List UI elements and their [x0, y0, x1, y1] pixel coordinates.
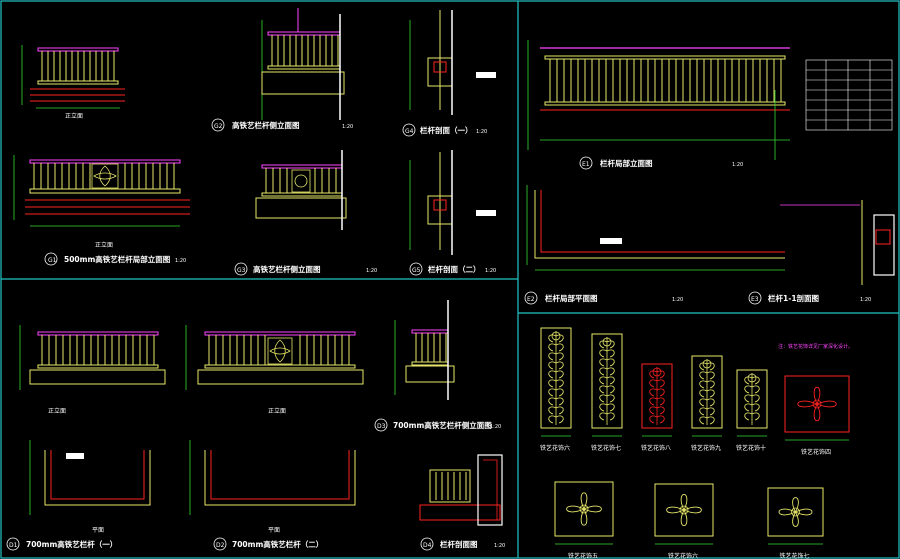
- e2-callout-id: E2: [527, 296, 535, 303]
- front-label: 正立面: [65, 112, 83, 120]
- panel-f: 注：铁艺花饰详见厂家深化设计。 铁艺花饰六铁艺花饰七铁艺花饰八铁艺花饰九铁艺花饰…: [540, 327, 853, 559]
- g4-scale: 1:20: [476, 129, 487, 135]
- e1-elevation: E1 栏杆局部立面图 1:20: [527, 40, 893, 170]
- d4-callout-id: D4: [423, 542, 432, 549]
- ornament-label: 铁艺花饰七: [591, 444, 621, 452]
- ornament-label: 铁艺花饰九: [691, 444, 721, 452]
- ornament-panel: [91, 163, 119, 189]
- ornament-label: 铁艺花饰六: [668, 552, 698, 559]
- d2-title: 700mm高铁艺栏杆（二）: [232, 539, 323, 549]
- d2-ornament: [267, 337, 293, 365]
- ornament-label: 铁艺花饰六: [540, 444, 570, 452]
- d4-section: D4 栏杆剖面图 1:20: [419, 454, 505, 551]
- ornament-panel: 铁艺花饰六: [540, 327, 572, 452]
- ornament-label: 铁艺花饰七: [780, 552, 810, 559]
- d1-callout-id: D1: [9, 542, 18, 549]
- e2-title: 栏杆局部平面图: [545, 293, 598, 303]
- ornament-panel: 铁艺花饰九: [691, 355, 723, 452]
- g3-title: 高铁艺栏杆侧立面图: [253, 264, 321, 274]
- e2-plan: E2 栏杆局部平面图 1:20: [524, 185, 785, 305]
- g1-sub-label: 正立面: [95, 241, 113, 249]
- e2-scale: 1:20: [672, 297, 683, 303]
- g2-title: 高铁艺栏杆侧立面图: [232, 120, 300, 130]
- g3-scale: 1:20: [366, 268, 377, 274]
- d-plan-label-1: 平面: [92, 527, 104, 534]
- e1-schedule-table: [805, 59, 893, 131]
- e1-title: 栏杆局部立面图: [600, 158, 653, 168]
- d3-side-railing: D3 700mm高铁艺栏杆侧立面图 1:20: [374, 300, 501, 432]
- e3-scale: 1:20: [860, 297, 871, 303]
- ornament-label: 铁艺花饰十: [736, 444, 766, 452]
- e3-section: E3 栏杆1-1剖面图 1:20: [748, 200, 895, 305]
- g5-callout-id: G5: [412, 267, 421, 274]
- e3-title: 栏杆1-1剖面图: [768, 293, 820, 303]
- d2-plan: 平面 D2 700mm高铁艺栏杆（二）: [189, 440, 356, 551]
- d2-callout-id: D2: [216, 542, 225, 549]
- g2-scale: 1:20: [342, 124, 353, 130]
- d3-scale: 1:20: [490, 424, 501, 430]
- g4-title: 栏杆剖面（一）: [420, 125, 473, 135]
- g1-main-railing: 正立面 G1 500mm高铁艺栏杆局部立面图 1:20: [13, 155, 190, 266]
- d1-title: 700mm高铁艺栏杆（一）: [26, 539, 117, 549]
- d4-scale: 1:20: [494, 543, 505, 549]
- g1-title: 500mm高铁艺栏杆局部立面图: [64, 254, 171, 264]
- ornament-panel: 铁艺花饰十: [736, 369, 768, 452]
- g3-railing: G3 高铁艺栏杆侧立面图 1:20: [234, 150, 377, 276]
- d-front-railing-2: 正立面: [185, 325, 364, 415]
- ornament-panel: 铁艺花饰六: [654, 483, 714, 559]
- g1-callout-id: G1: [48, 257, 57, 264]
- ornament-label: 铁艺花饰四: [801, 448, 831, 456]
- g1-callout-circle: [44, 252, 58, 266]
- g3-callout-id: G3: [237, 267, 246, 274]
- d-front-label-1: 正立面: [48, 407, 66, 415]
- g4-section: G4 栏杆剖面（一） 1:20: [402, 10, 496, 137]
- panel-a: 正立面 正立面 G1 500mm高铁艺栏杆局部立面图 1:20: [13, 8, 496, 276]
- e3-callout-id: E3: [751, 296, 759, 303]
- d-plan-label-2: 平面: [268, 527, 280, 534]
- ornament-note: 注：铁艺花饰详见厂家深化设计。: [778, 343, 853, 350]
- ornament-panel: 铁艺花饰七: [767, 487, 824, 559]
- g2-railing: G2 高铁艺栏杆侧立面图 1:20: [211, 8, 353, 132]
- d-front-label-2: 正立面: [268, 407, 286, 415]
- ornament-panel: 铁艺花饰五: [554, 481, 614, 559]
- e1-scale: 1:20: [732, 162, 743, 168]
- ornament-label: 铁艺花饰八: [641, 444, 671, 452]
- ornament-panel: 铁艺花饰四: [784, 375, 850, 456]
- ornament-panel: 铁艺花饰八: [641, 363, 673, 452]
- d3-callout-id: D3: [377, 423, 386, 430]
- g4-callout-id: G4: [405, 128, 414, 135]
- e1-callout-id: E1: [582, 161, 590, 168]
- d-front-railing-1: 正立面: [19, 325, 166, 415]
- ornament-panel: 铁艺花饰七: [591, 333, 623, 452]
- ornament-label: 铁艺花饰五: [568, 552, 598, 559]
- d4-title: 栏杆剖面图: [440, 539, 478, 549]
- panel-d: 正立面 正立面 D3 700mm高铁艺栏杆侧立面图 1:2: [6, 300, 505, 551]
- g5-scale: 1:20: [485, 268, 496, 274]
- g5-title: 栏杆剖面（二）: [428, 264, 481, 274]
- d3-title: 700mm高铁艺栏杆侧立面图: [393, 420, 492, 430]
- panel-e: E1 栏杆局部立面图 1:20 E2 栏杆局部平面图 1:20 E3 栏杆1-1…: [524, 40, 895, 305]
- d1-plan: 平面 D1 700mm高铁艺栏杆（一）: [6, 440, 151, 551]
- g1-upper-railing: 正立面: [21, 45, 125, 120]
- g1-scale: 1:20: [175, 258, 186, 264]
- g2-callout-id: G2: [214, 123, 223, 130]
- g5-section: G5 栏杆剖面（二） 1:20: [409, 150, 496, 276]
